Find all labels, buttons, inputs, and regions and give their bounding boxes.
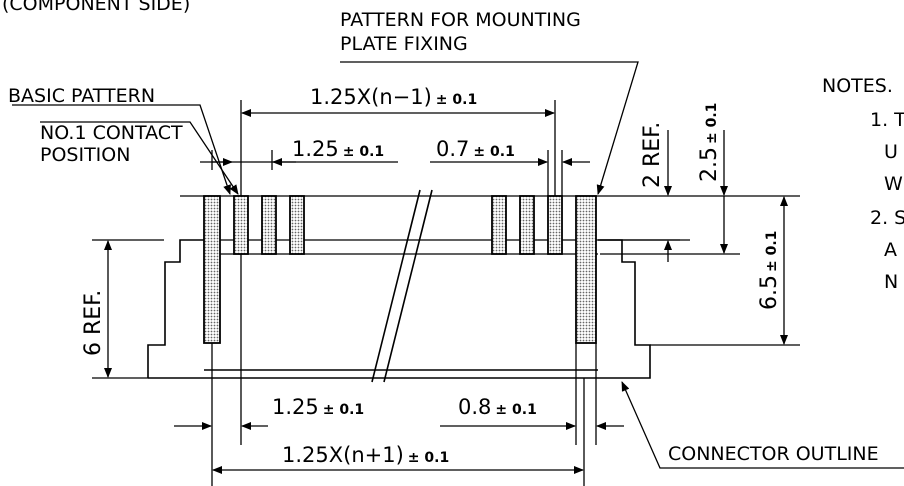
leader-contact-position xyxy=(40,121,239,195)
mounting-plate-label-line1: PATTERN FOR MOUNTING xyxy=(340,9,581,31)
connector-outline xyxy=(147,239,651,379)
pads xyxy=(203,195,597,344)
leader-basic-pattern xyxy=(12,104,231,195)
fixing-pad-left xyxy=(203,195,221,344)
dim-6-ref: 6 REF. xyxy=(81,290,106,356)
fixing-pad-right xyxy=(575,195,597,344)
dim-span-n-plus-1: 1.25X(n+1)± 0.1 xyxy=(282,443,449,467)
leader-connector-outline xyxy=(621,381,904,469)
contact-pad-n-1 xyxy=(547,195,563,255)
basic-pattern-label: BASIC PATTERN xyxy=(8,85,155,107)
dim-6-5: 6.5± 0.1 xyxy=(757,231,782,310)
contact-pad-n-2 xyxy=(519,195,535,255)
note-2-line2: A xyxy=(884,239,897,261)
dim-width-bottom: 0.8± 0.1 xyxy=(458,395,537,419)
note-1-line1: 1. T xyxy=(870,109,904,131)
dim-2-5: 2.5± 0.1 xyxy=(697,103,722,182)
contact-position-label-line2: POSITION xyxy=(40,144,130,166)
dim-pitch-top: 1.25± 0.1 xyxy=(292,137,384,161)
notes-title: NOTES. xyxy=(822,75,893,97)
contact-pad-n-3 xyxy=(491,195,507,255)
dim-2-ref: 2 REF. xyxy=(640,122,665,188)
note-2-line1: 2. S xyxy=(870,207,904,229)
connector-outline-label: CONNECTOR OUTLINE xyxy=(668,443,879,465)
note-1-line2: U xyxy=(884,141,898,163)
contact-pad-2 xyxy=(261,195,277,255)
dim-width-top: 0.7± 0.1 xyxy=(436,137,515,161)
contact-position-label-line1: NO.1 CONTACT xyxy=(40,122,183,144)
note-1-line3: W xyxy=(884,173,903,195)
dim-pitch-bottom: 1.25± 0.1 xyxy=(272,395,364,419)
leader-mounting-plate xyxy=(340,61,639,195)
contact-pad-1 xyxy=(233,195,249,255)
note-2-line3: N xyxy=(884,271,898,293)
dim-span-n-minus-1: 1.25X(n−1)± 0.1 xyxy=(310,85,477,109)
component-side-label: (COMPONENT SIDE) xyxy=(2,0,190,15)
break-lines xyxy=(371,189,433,383)
mounting-plate-label-line2: PLATE FIXING xyxy=(340,33,468,55)
contact-pad-3 xyxy=(289,195,305,255)
